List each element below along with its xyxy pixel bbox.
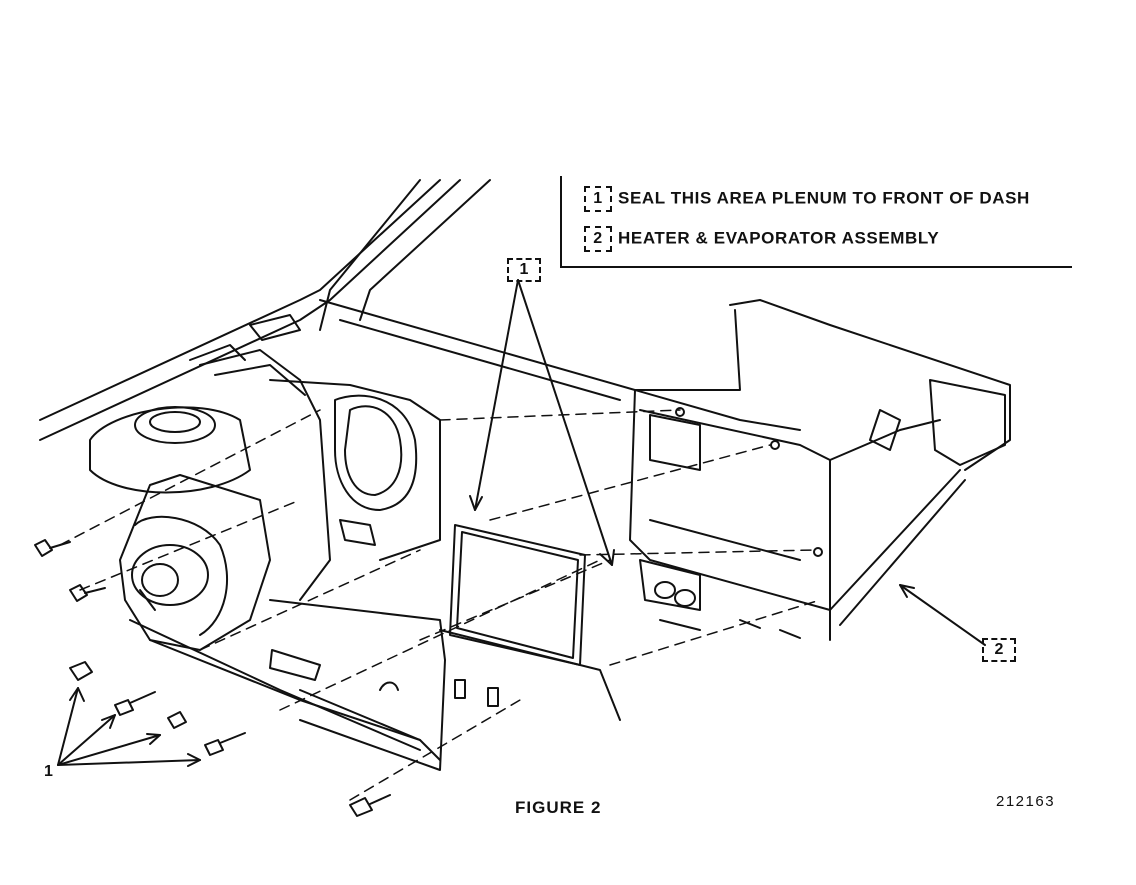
legend-item-2: 2 HEATER & EVAPORATOR ASSEMBLY [584,226,939,252]
seal-gasket [449,524,586,666]
dash-panel-left [89,349,441,601]
dash-opening [334,394,418,546]
reference-number: 212163 [996,793,1056,810]
legend-item-1: 1 SEAL THIS AREA PLENUM TO FRONT OF DASH [584,186,1030,212]
fastener-screws [34,539,391,817]
blower-housing [119,474,441,761]
leader-arrows [57,279,986,767]
lower-plate [269,599,621,771]
legend-item-2-number: 2 [584,226,612,252]
legend-item-1-number: 1 [584,186,612,212]
callout-box-2: 2 [982,638,1016,662]
figure-caption: FIGURE 2 [515,798,602,817]
alignment-lines [59,409,821,801]
cowl-frame [39,179,801,441]
legend-item-2-text: HEATER & EVAPORATOR ASSEMBLY [618,228,940,248]
heater-evaporator-assembly [629,299,1011,641]
callout-box-1: 1 [507,258,541,282]
legend-item-1-text: SEAL THIS AREA PLENUM TO FRONT OF DASH [618,188,1030,208]
callout-fasteners: 1 [44,763,53,780]
